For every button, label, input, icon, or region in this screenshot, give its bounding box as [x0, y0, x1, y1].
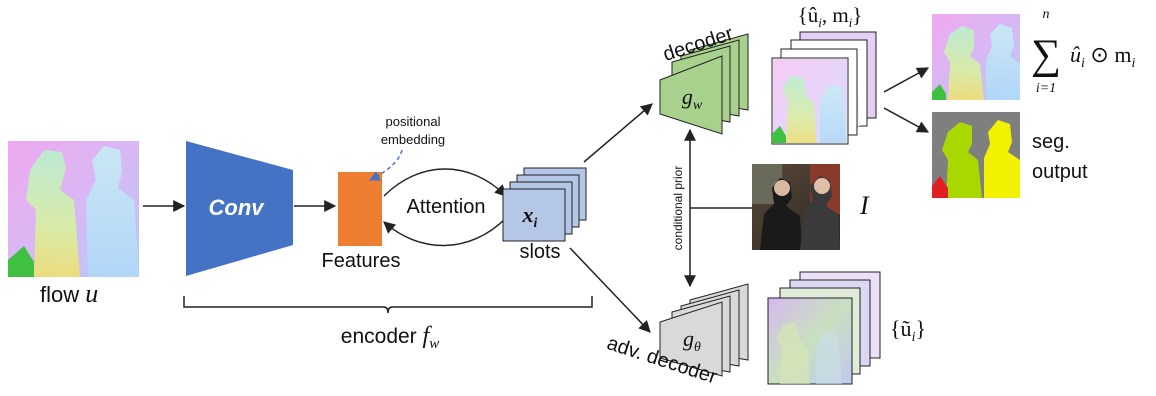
adv-decoder-var-label: gθ [683, 326, 701, 355]
slots-stack [502, 167, 587, 242]
adv-decoder-stack [659, 283, 749, 377]
arrow-to-reconstruction [883, 67, 930, 93]
sum-symbol: ∑ [1031, 32, 1061, 78]
attention-arrow-back [383, 217, 507, 247]
decoder-output-set-label: {ûi, mi} [798, 3, 863, 30]
segmentation-image [932, 112, 1020, 198]
slots-label: slots [519, 241, 560, 263]
adv-output-stack [767, 271, 881, 385]
seg-label-line1: seg. [1032, 131, 1070, 153]
image-var-label: I [859, 191, 870, 220]
positional-embedding-arrow [369, 149, 403, 181]
attention-arrow-forward [383, 168, 507, 197]
encoder-brace [183, 296, 593, 314]
encoder-label: encoder fw [341, 323, 439, 352]
rgb-image [752, 164, 840, 250]
attention-label: Attention [407, 196, 486, 218]
arrow-to-segmentation [883, 107, 930, 133]
arrow-slots-to-decoder [583, 103, 653, 163]
features-label: Features [322, 250, 401, 272]
sum-body: ûi ⊙ mi [1070, 42, 1135, 71]
decoder-var-label: gw [682, 84, 703, 113]
adv-output-set-label: {ũi} [890, 316, 926, 345]
slot-var-label: xi [522, 202, 538, 231]
seg-label-line2: output [1032, 161, 1088, 183]
decoder-output-stack [771, 31, 877, 145]
decoder-stack [659, 33, 749, 135]
sum-upper-limit: n [1043, 7, 1050, 22]
arrow-slots-to-adv-decoder [569, 247, 651, 333]
conv-block [186, 141, 293, 276]
sum-lower-limit: i=1 [1036, 81, 1056, 96]
flow-label: flow u [40, 279, 98, 308]
positional-label: positional [386, 114, 441, 129]
features-block [338, 172, 382, 246]
input-flow-image [8, 141, 139, 277]
reconstruction-image [932, 14, 1020, 100]
conv-label: Conv [209, 195, 266, 220]
conditional-prior-label: conditional prior [671, 166, 685, 251]
embedding-label: embedding [381, 132, 445, 147]
